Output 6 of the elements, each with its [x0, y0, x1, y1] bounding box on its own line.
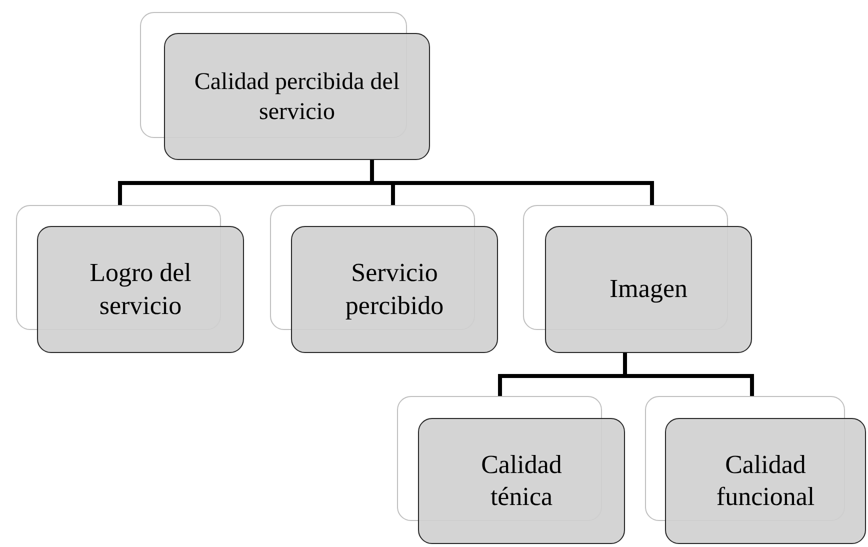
node-label: Calidad ténica: [480, 448, 563, 513]
node-label: Servicio percibido: [344, 257, 445, 322]
node-label: Calidad funcional: [715, 448, 816, 513]
node-label: Calidad percibida del servicio: [193, 68, 401, 126]
node-label: Logro del servicio: [88, 257, 192, 322]
node-label: Imagen: [610, 273, 688, 306]
